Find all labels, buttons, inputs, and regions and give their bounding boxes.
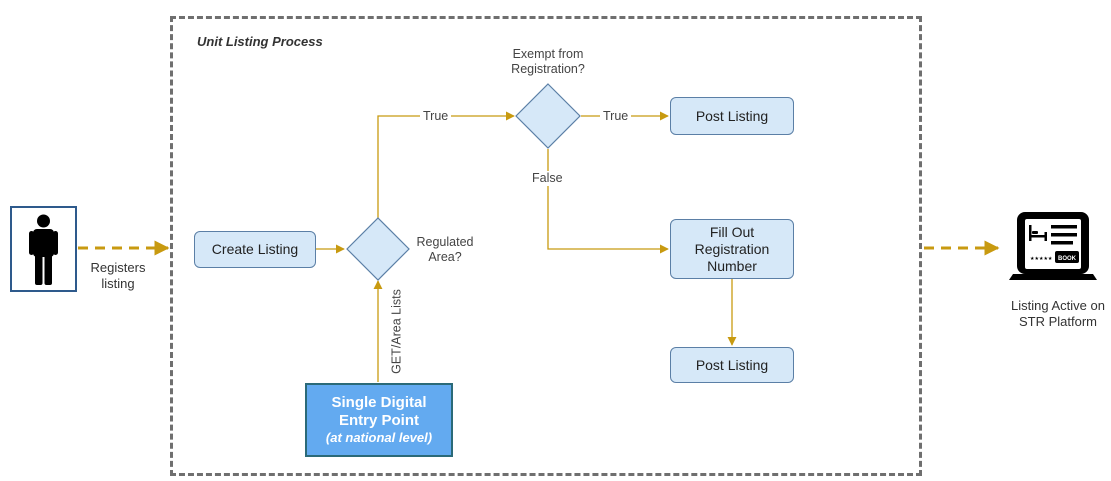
regulated-area-label: Regulated Area? xyxy=(412,235,478,265)
laptop-svg: BOOK ★★★★★ xyxy=(1009,212,1097,280)
fill-out-line3: Number xyxy=(707,257,757,274)
platform-label-line1: Listing Active on xyxy=(1011,298,1105,313)
exempt-line2: Registration? xyxy=(511,62,585,76)
platform-label: Listing Active on STR Platform xyxy=(998,298,1111,330)
person-icon xyxy=(29,214,58,285)
regulated-area-diamond xyxy=(346,217,410,281)
exempt-diamond xyxy=(515,83,581,149)
actor-label-line2: listing xyxy=(101,276,135,291)
book-label: BOOK xyxy=(1058,256,1077,262)
actor-label-line1: Registers xyxy=(90,260,146,275)
actor-label: Registers listing xyxy=(78,260,158,292)
exempt-label: Exempt from Registration? xyxy=(500,47,596,77)
regulated-area-line2: Area? xyxy=(428,250,462,264)
edge-label-regulated-true: True xyxy=(420,109,452,124)
sdep-line1: Single Digital xyxy=(331,394,427,411)
stars-rating: ★★★★★ xyxy=(1030,256,1053,262)
process-frame xyxy=(170,16,922,476)
sdep-subtitle: (at national level) xyxy=(325,430,433,445)
post-listing-bottom-label: Post Listing xyxy=(695,356,769,373)
connector-regulated-true xyxy=(377,111,515,218)
fill-out-line1: Fill Out xyxy=(709,223,755,240)
edge-label-exempt-true: True xyxy=(600,109,632,124)
create-listing-label: Create Listing xyxy=(211,241,299,257)
post-listing-bottom-box: Post Listing xyxy=(670,347,794,383)
platform-label-line2: STR Platform xyxy=(1018,314,1097,329)
sdep-line2: Entry Point xyxy=(338,412,419,429)
fill-out-registration-box: Fill Out Registration Number xyxy=(670,219,794,279)
edge-label-exempt-false: False xyxy=(529,171,566,186)
fill-out-line2: Registration xyxy=(694,240,770,257)
laptop-booking-icon: BOOK ★★★★★ xyxy=(1005,210,1111,290)
post-listing-top-label: Post Listing xyxy=(695,107,769,124)
process-title: Unit Listing Process xyxy=(197,34,323,49)
single-digital-entry-point-box: Single Digital Entry Point (at national … xyxy=(305,383,453,457)
edge-label-get-area-lists: GET/Area Lists xyxy=(389,289,404,374)
create-listing-box: Create Listing xyxy=(194,231,316,268)
actor-box xyxy=(10,206,77,292)
exempt-line1: Exempt from xyxy=(512,47,584,61)
post-listing-top-box: Post Listing xyxy=(670,97,794,135)
regulated-area-line1: Regulated xyxy=(416,235,474,249)
